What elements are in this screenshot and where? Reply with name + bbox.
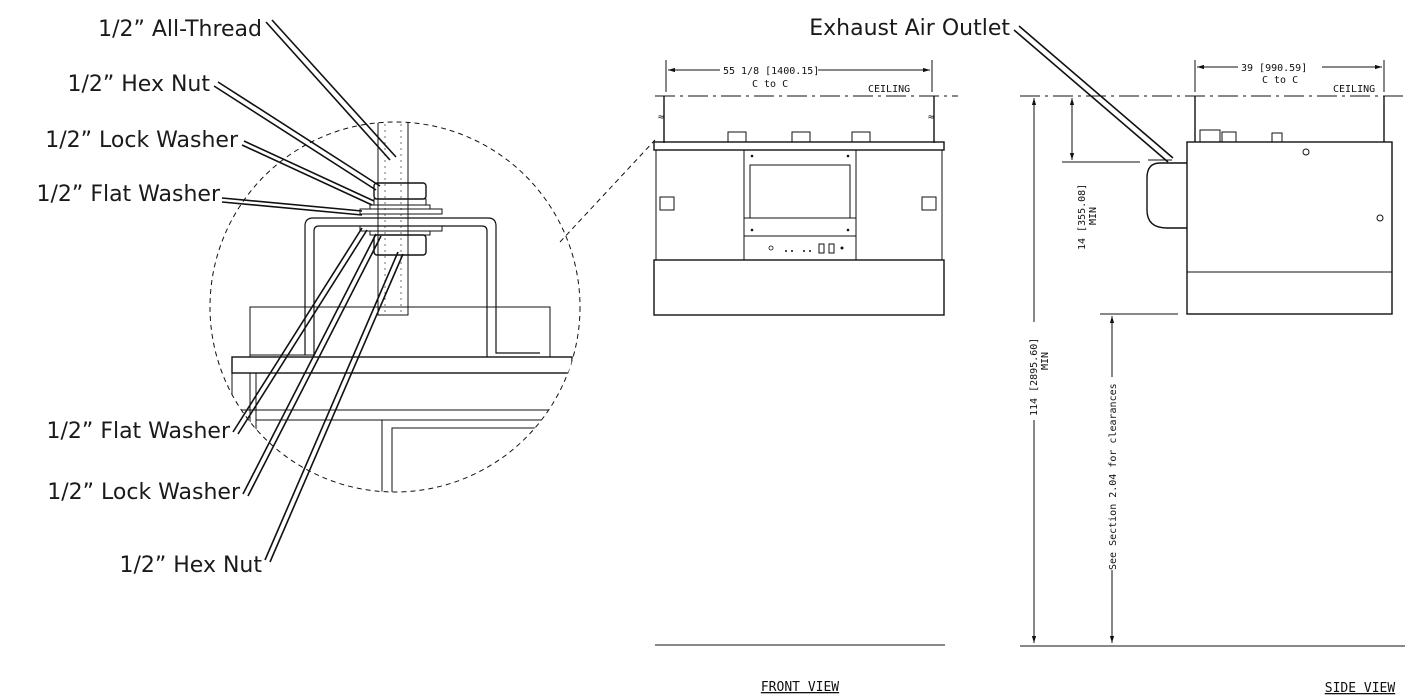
front-top-flange (653, 141, 945, 151)
callout-exhaust-air-outlet: Exhaust Air Outlet (809, 16, 1010, 41)
side-floor-dim-sub: MIN (1040, 352, 1051, 370)
callout-leaders (213, 19, 404, 563)
hex-nut-top (373, 182, 427, 200)
callout-hex-nut-bottom: 1/2” Hex Nut (119, 553, 262, 578)
front-width-dim-sub: C to C (752, 79, 788, 90)
callout-lock-washer-bottom: 1/2” Lock Washer (47, 480, 241, 505)
svg-text:≈: ≈ (658, 112, 664, 123)
exhaust-callout: Exhaust Air Outlet (809, 16, 1174, 163)
callout-flat-washer-top: 1/2” Flat Washer (37, 182, 221, 207)
front-filter-window (749, 164, 851, 219)
side-height-min-sub: MIN (1088, 207, 1099, 225)
side-cabinet (1186, 141, 1393, 315)
front-width-dim: 55 1/8 [1400.15] (723, 66, 819, 77)
side-clearance-note: See Section 2.04 for clearances (1108, 383, 1119, 570)
front-ceiling-label: CEILING (868, 84, 910, 95)
front-view-label: FRONT VIEW (761, 680, 839, 695)
side-view: CEILING 39 [990.59] C to C 14 [355.08] M… (1020, 60, 1405, 696)
exhaust-outlet (1146, 162, 1187, 229)
front-view: CEILING 55 1/8 [1400.15] C to C ≈ ≈ (653, 60, 958, 695)
side-height-min-dim: 14 [355.08] (1077, 184, 1088, 250)
callout-all-thread: 1/2” All-Thread (98, 17, 262, 42)
side-ceiling-label: CEILING (1333, 84, 1375, 95)
callout-flat-washer-bottom: 1/2” Flat Washer (47, 419, 231, 444)
left-callouts: 1/2” All-Thread 1/2” Hex Nut 1/2” Lock W… (37, 17, 404, 578)
side-view-label: SIDE VIEW (1325, 681, 1396, 696)
front-upper-cabinet (655, 149, 943, 261)
detail-contents (231, 122, 580, 492)
callout-hex-nut-top: 1/2” Hex Nut (67, 72, 210, 97)
side-width-dim-sub: C to C (1262, 75, 1298, 86)
callout-lock-washer-top: 1/2” Lock Washer (45, 128, 239, 153)
front-access-panel (743, 149, 857, 261)
front-lower-cabinet (653, 259, 945, 316)
detail-link-line (559, 139, 656, 243)
detail-circle (209, 121, 581, 493)
hex-nut-bottom (373, 234, 427, 256)
lock-washer-top (369, 204, 431, 210)
side-floor-dim: 114 [2895.60] (1029, 338, 1040, 416)
hanger-bracket (304, 217, 540, 355)
side-width-dim: 39 [990.59] (1241, 63, 1307, 74)
svg-text:≈: ≈ (928, 112, 934, 123)
unit-top-flange (231, 356, 573, 374)
all-thread-rod (377, 122, 409, 316)
